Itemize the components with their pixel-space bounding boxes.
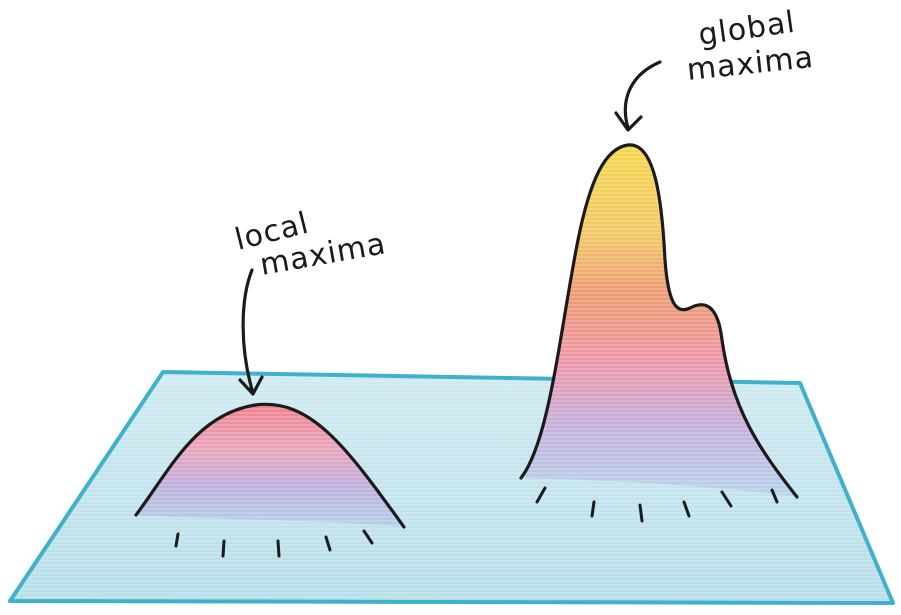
global-peak-hatch-marks: [535, 486, 779, 523]
local-hill-hatch-marks: [174, 529, 374, 558]
global-maximum-peak: [519, 143, 799, 523]
global-maxima-annotation: global maxima: [614, 5, 815, 132]
local-maxima-annotation: local maxima: [231, 206, 389, 396]
arrow-down-icon: [614, 60, 662, 132]
arrow-down-icon: [238, 268, 264, 396]
local-maximum-hill: [134, 402, 406, 558]
